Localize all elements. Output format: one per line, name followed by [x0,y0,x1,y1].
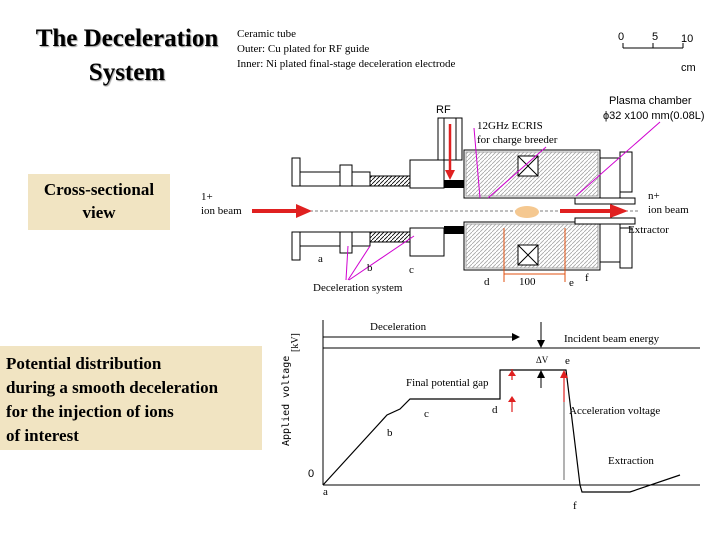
cs-point-c: c [409,264,414,276]
extraction-label: Extraction [608,455,654,467]
out-beam-line-1: n+ [648,190,660,202]
deceleration-system-label: Deceleration system [313,282,403,294]
scale-tick-10: 10 [681,33,694,45]
scale-tick-0: 0 [618,31,625,43]
incoming-beam-label: 1+ ion beam [201,190,242,218]
acceleration-voltage-label: Acceleration voltage [569,405,661,417]
scale-bar [622,43,684,49]
plot-point-e: e [565,355,570,367]
potential-label-line-1: Potential distribution [6,354,162,373]
title-line-1: The Deceleration [35,25,219,52]
in-beam-line-2: ion beam [201,205,242,217]
section-markers [503,228,566,282]
beam-arrows [252,204,628,218]
out-beam-line-2: ion beam [648,204,689,216]
plot-point-f: f [573,500,577,512]
delta-v-label: ΔV [536,355,549,365]
plot-point-c: c [424,408,429,420]
origin-zero: 0 [308,468,315,480]
plasma-line-2: ϕ32 x100 mm(0.08L) [603,110,705,122]
dimension-100: 100 [519,276,536,288]
potential-plot [322,320,700,493]
scale-tick-5: 5 [652,31,659,43]
cs-point-b: b [367,262,373,274]
deceleration-label: Deceleration [370,321,427,333]
cs-point-e: e [569,277,574,289]
cross-section-label: Cross-sectional view [28,174,170,230]
potential-label: Potential distribution during a smooth d… [0,346,262,450]
cross-label-line-2: view [82,203,116,222]
cs-point-d: d [484,276,490,288]
in-beam-line-1: 1+ [201,191,213,203]
extractor-label: Extractor [628,224,669,236]
tube-notes: Ceramic tube Outer: Cu plated for RF gui… [237,27,455,72]
note-line-2: Outer: Cu plated for RF guide [237,43,370,55]
plot-point-d: d [492,404,498,416]
note-line-1: Ceramic tube [237,28,296,40]
potential-label-line-4: of interest [6,426,79,445]
final-gap-label: Final potential gap [406,377,489,389]
outgoing-beam-label: n+ ion beam [648,189,689,217]
potential-label-line-3: for the injection of ions [6,402,174,421]
cross-label-line-1: Cross-sectional [43,180,155,199]
y-axis-unit: [kV] [290,333,301,352]
ecris-line-1: 12GHz ECRIS [477,120,543,132]
incident-energy-label: Incident beam energy [564,333,660,345]
page-title: The Deceleration System [22,22,232,90]
ecris-line-2: for charge breeder [477,134,558,146]
plasma-line-1: Plasma chamber [609,95,692,107]
apparatus-cross-section [291,117,640,271]
ecris-label: 12GHz ECRIS for charge breeder [477,119,557,147]
plot-point-a: a [323,486,328,498]
rf-label: RF [436,104,451,116]
potential-label-line-2: during a smooth deceleration [6,378,219,397]
cs-point-a: a [318,253,323,265]
title-line-2: System [88,59,166,86]
plot-point-b: b [387,427,393,439]
cs-point-f: f [585,272,589,284]
plasma-chamber-label: Plasma chamber ϕ32 x100 mm(0.08L) [603,94,705,124]
leader-lines [345,121,661,281]
scale-unit: cm [681,62,696,74]
y-axis-label: Applied voltage [281,355,292,446]
note-line-3: Inner: Ni plated final-stage deceleratio… [237,58,456,70]
